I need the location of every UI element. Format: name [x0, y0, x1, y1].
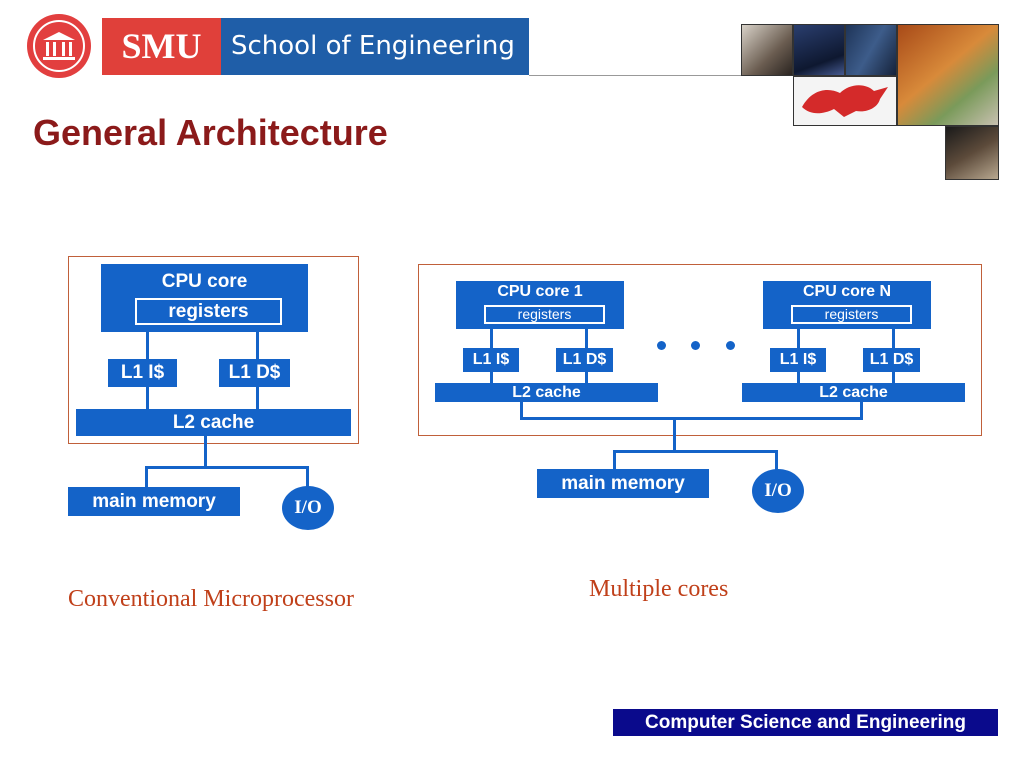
- school-name-banner: School of Engineering: [221, 18, 529, 75]
- connector-line: [490, 372, 493, 383]
- connector-line: [256, 332, 259, 359]
- connector-line: [892, 329, 895, 348]
- mustang-icon: [802, 85, 888, 117]
- ellipsis-dot: [726, 341, 735, 350]
- l1-data-cache: L1 D$: [219, 359, 290, 387]
- slide-title: General Architecture: [33, 112, 388, 153]
- bus-line: [613, 450, 616, 469]
- io-device: I/O: [282, 486, 334, 530]
- student-photo: [945, 126, 999, 180]
- cpu-core-n-label: CPU core N: [802, 283, 892, 300]
- building-photo: [845, 24, 897, 76]
- core-1-registers: registers: [484, 305, 605, 324]
- portrait-photo: [741, 24, 793, 76]
- campus-photo: [897, 24, 999, 126]
- connector-line: [490, 329, 493, 348]
- lab-photo: [793, 24, 845, 76]
- connector-line: [797, 372, 800, 383]
- bus-line: [520, 417, 863, 420]
- building-icon: [43, 32, 75, 60]
- header-divider: [529, 75, 741, 76]
- bus-line: [520, 402, 523, 418]
- connector-line: [256, 387, 259, 409]
- smu-logo: SMU: [102, 18, 221, 75]
- bus-line: [204, 436, 207, 467]
- bus-line: [145, 466, 148, 487]
- connector-line: [797, 329, 800, 348]
- shared-io-device: I/O: [752, 469, 804, 513]
- bus-line: [775, 450, 778, 470]
- cpu-core-label: CPU core: [161, 271, 248, 292]
- ellipsis-dot: [691, 341, 700, 350]
- l2-cache: L2 cache: [76, 409, 351, 436]
- core-n-l1-instruction-cache: L1 I$: [770, 348, 826, 372]
- core-n-l2-cache: L2 cache: [742, 383, 965, 402]
- multicore-frame: [418, 264, 982, 436]
- core-1-l1-instruction-cache: L1 I$: [463, 348, 519, 372]
- connector-line: [585, 372, 588, 383]
- core-1-l2-cache: L2 cache: [435, 383, 658, 402]
- seal-ring: [33, 20, 85, 72]
- university-seal-icon: [27, 14, 91, 78]
- bus-line: [306, 466, 309, 488]
- bus-line: [145, 466, 309, 469]
- main-memory: main memory: [68, 487, 240, 516]
- connector-line: [585, 329, 588, 348]
- core-n-registers: registers: [791, 305, 912, 324]
- conventional-caption: Conventional Microprocessor: [68, 586, 354, 612]
- bus-line: [613, 450, 778, 453]
- ellipsis-dot: [657, 341, 666, 350]
- bus-line: [673, 420, 676, 451]
- connector-line: [146, 387, 149, 409]
- bus-line: [860, 402, 863, 418]
- connector-line: [892, 372, 895, 383]
- core-n-l1-data-cache: L1 D$: [863, 348, 920, 372]
- core-1-l1-data-cache: L1 D$: [556, 348, 613, 372]
- shared-main-memory: main memory: [537, 469, 709, 498]
- processor-frame: [68, 256, 359, 444]
- connector-line: [146, 332, 149, 359]
- multicore-caption: Multiple cores: [589, 576, 729, 602]
- cpu-core-1-label: CPU core 1: [497, 283, 583, 300]
- mustang-logo: [793, 76, 897, 126]
- l1-instruction-cache: L1 I$: [108, 359, 177, 387]
- registers-box: registers: [135, 298, 282, 325]
- department-footer: Computer Science and Engineering: [613, 709, 998, 736]
